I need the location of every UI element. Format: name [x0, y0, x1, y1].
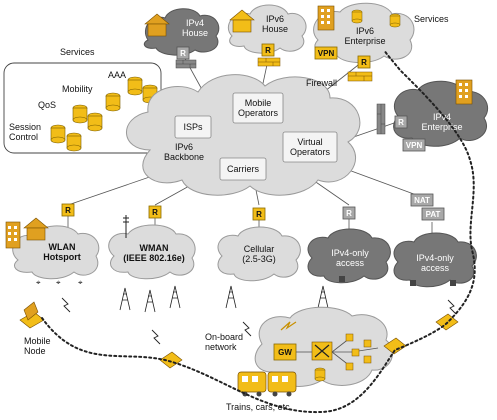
antenna-tower-icon [225, 285, 237, 309]
switch-icon [311, 341, 333, 361]
gw-label: GW [278, 348, 292, 357]
service-qos: QoS [38, 100, 56, 110]
access-routers: R R R R NAT PAT [61, 193, 445, 221]
cellular-router-label: R [256, 210, 262, 219]
service-mobility: Mobility [62, 84, 93, 94]
pat-box [421, 207, 445, 221]
ipv6-enterprise-router [357, 55, 371, 69]
service-aaa: AAA [108, 70, 126, 80]
backbone-carriers: Carriers [227, 164, 260, 174]
ipv6-enterprise-vpn-label: VPN [318, 49, 335, 58]
pat-label: PAT [426, 210, 441, 219]
backbone-isps-box [174, 115, 212, 139]
wman-router-label: R [152, 208, 158, 217]
ipv4-enterprise-vpn [402, 138, 426, 152]
antenna-tower-icon [119, 285, 181, 313]
ipv6-enterprise-router-label: R [361, 58, 367, 67]
firewall-label: Firewall [306, 78, 337, 88]
building-icon [5, 221, 21, 249]
ipv4-enterprise-vpn-label: VPN [406, 141, 423, 150]
cellular-site: Cellular(2.5-3G) [217, 226, 301, 309]
house-icon [23, 217, 49, 241]
cellular-label: Cellular(2.5-3G) [242, 244, 276, 264]
ipv6-enterprise-vpn [314, 46, 338, 60]
building-icon [455, 79, 473, 105]
wman-site: WMAN(IEEE 802.16e) [108, 215, 196, 313]
services-panel: Services AAA Mobility QoS S [3, 47, 162, 154]
ipv4-enterprise-router [394, 115, 408, 129]
database-icon [351, 9, 401, 28]
antenna-tower-icon [317, 285, 329, 309]
house-icon [144, 13, 170, 37]
train-icon [237, 371, 297, 397]
ipv4-house-router-label: R [180, 49, 186, 58]
lightning-icon [280, 321, 297, 331]
antenna-tower-icon [123, 215, 129, 238]
wlan-router-label: R [65, 206, 71, 215]
laptop-icon [19, 301, 45, 329]
database-icon [314, 367, 326, 382]
ipv4-house-router [176, 46, 190, 60]
mobility-path [41, 49, 476, 414]
lightning-icon [61, 297, 457, 345]
backbone-virtual-operators-box [282, 131, 338, 163]
svg-text:⌖: ⌖ [56, 278, 61, 287]
laptop-icon [159, 351, 183, 369]
backbone-mobile-operators-box [232, 92, 284, 124]
nat-label: NAT [414, 196, 430, 205]
nat-box [410, 193, 434, 207]
firewall-icon [175, 59, 197, 69]
services-panel-title: Services [60, 47, 95, 57]
ipv4-only-1-router-label: R [346, 209, 352, 218]
cellular-router [252, 207, 266, 221]
ipv6-enterprise-services: Services [414, 14, 449, 24]
building-icon [317, 5, 335, 31]
wlan-router [61, 203, 75, 217]
backbone-isps: ISPs [183, 122, 203, 132]
firewall-icon [347, 71, 373, 82]
wman-router [148, 205, 162, 219]
ipv6-house-router-label: R [265, 46, 271, 55]
svg-text:⌖: ⌖ [78, 278, 83, 287]
house-icon [229, 9, 255, 33]
firewall-icon [376, 103, 386, 135]
vehicles-label: Trains, cars, etc. [226, 402, 292, 412]
ipv4-only-1-router [342, 206, 356, 220]
wman-label: WMAN(IEEE 802.16e) [123, 243, 185, 263]
backbone-carriers-box [219, 157, 267, 181]
database-icon [50, 76, 158, 152]
svg-text:⌖: ⌖ [36, 278, 41, 287]
ipv4-enterprise-router-label: R [398, 118, 404, 127]
firewall-icon [257, 57, 281, 67]
ipv6-house-router [261, 43, 275, 57]
access-point-icon: ⌖ ⌖ ⌖ [36, 278, 83, 287]
